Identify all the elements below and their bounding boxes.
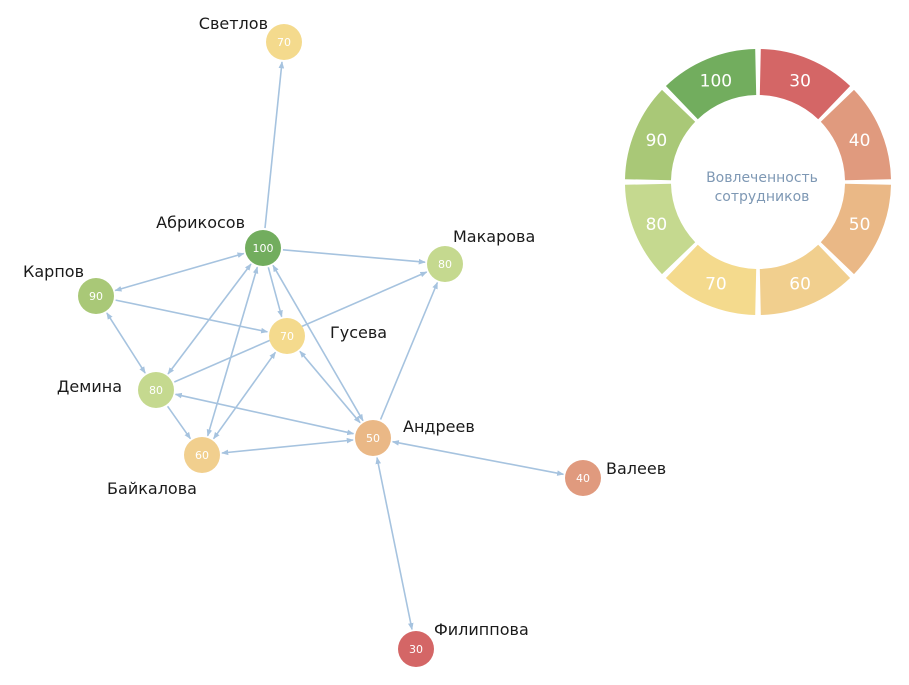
edge-abrikosov-makarova: [282, 249, 426, 265]
edge-karpov-demina: [106, 312, 146, 374]
legend-segment-80: [625, 183, 696, 275]
legend-segment-100: [665, 49, 757, 120]
edge-baikalova-andreev: [221, 437, 354, 456]
legend-segment-30: [759, 49, 851, 120]
edge-abrikosov-guseva: [267, 267, 283, 318]
node-circle-valeev[interactable]: [565, 460, 601, 496]
node-score-andreev: 50: [366, 432, 380, 445]
legend-title-line2: сотрудников: [715, 189, 810, 205]
legend-segment-label-30: 30: [789, 71, 811, 91]
node-circle-abrikosov[interactable]: [245, 230, 281, 266]
legend-segment-label-50: 50: [849, 215, 871, 235]
node-circle-andreev[interactable]: [355, 420, 391, 456]
node-label-svetlov: Светлов: [199, 14, 268, 33]
edge-andreev-makarova: [379, 281, 439, 420]
node-circle-demina[interactable]: [138, 372, 174, 408]
node-filippova[interactable]: 30 Филиппова: [398, 620, 529, 667]
legend-segment-label-70: 70: [705, 275, 727, 295]
node-score-baikalova: 60: [195, 449, 209, 462]
legend-segment-label-100: 100: [700, 71, 732, 91]
edge-baikalova-guseva: [212, 351, 277, 440]
legend-segment-40: [820, 89, 891, 181]
node-circle-filippova[interactable]: [398, 631, 434, 667]
legend-segment-70: [665, 244, 757, 315]
node-label-filippova: Филиппова: [434, 620, 529, 639]
node-label-makarova: Макарова: [453, 227, 535, 246]
edge-guseva-andreev: [299, 350, 361, 424]
node-label-baikalova: Байкалова: [107, 479, 197, 498]
node-label-andreev: Андреев: [403, 417, 475, 436]
node-abrikosov[interactable]: 100 Абрикосов: [156, 213, 281, 266]
node-label-abrikosov: Абрикосов: [156, 213, 245, 232]
node-score-valeev: 40: [576, 472, 590, 485]
legend-segment-60: [759, 244, 851, 315]
legend-segment-label-40: 40: [849, 131, 871, 151]
legend-segment-label-90: 90: [646, 131, 668, 151]
node-score-svetlov: 70: [277, 36, 291, 49]
node-score-guseva: 70: [280, 330, 294, 343]
legend-segment-90: [625, 89, 696, 181]
edges-layer: [106, 61, 565, 631]
node-circle-karpov[interactable]: [78, 278, 114, 314]
edge-demina-baikalova: [166, 405, 192, 440]
legend-title-line1: Вовлеченность: [706, 170, 818, 186]
node-label-karpov: Карпов: [23, 262, 84, 281]
legend-segment-50: [820, 183, 891, 275]
edge-andreev-valeev: [391, 440, 565, 476]
edge-abrikosov-karpov: [114, 252, 245, 292]
node-demina[interactable]: 80 Демина: [57, 372, 174, 408]
nodes-layer: 70Светлов100Абрикосов80Макарова90Карпов7…: [23, 14, 666, 667]
node-label-demina: Демина: [57, 377, 122, 396]
node-score-abrikosov: 100: [253, 242, 274, 255]
node-svetlov[interactable]: 70 Светлов: [199, 14, 302, 60]
edge-abrikosov-svetlov: [264, 61, 285, 229]
node-score-filippova: 30: [409, 643, 423, 656]
node-label-valeev: Валеев: [606, 459, 666, 478]
node-label-guseva: Гусева: [330, 323, 387, 342]
edge-demina-andreev: [174, 392, 355, 436]
legend-segment-label-80: 80: [646, 215, 668, 235]
node-circle-guseva[interactable]: [269, 318, 305, 354]
node-score-makarova: 80: [438, 258, 452, 271]
node-valeev[interactable]: 40 Валеев: [565, 459, 666, 496]
node-score-karpov: 90: [89, 290, 103, 303]
node-circle-baikalova[interactable]: [184, 437, 220, 473]
edge-karpov-guseva: [115, 299, 269, 334]
node-andreev[interactable]: 50 Андреев: [355, 417, 475, 456]
engagement-legend-ring: Вовлеченность сотрудников 30 40 50 60 70 80 90…: [625, 49, 891, 315]
legend-segment-label-60: 60: [789, 275, 811, 295]
node-circle-svetlov[interactable]: [266, 24, 302, 60]
node-karpov[interactable]: 90 Карпов: [23, 262, 114, 314]
node-guseva[interactable]: 70 Гусева: [269, 318, 387, 354]
node-circle-makarova[interactable]: [427, 246, 463, 282]
edge-andreev-filippova: [375, 456, 414, 631]
node-score-demina: 80: [149, 384, 163, 397]
